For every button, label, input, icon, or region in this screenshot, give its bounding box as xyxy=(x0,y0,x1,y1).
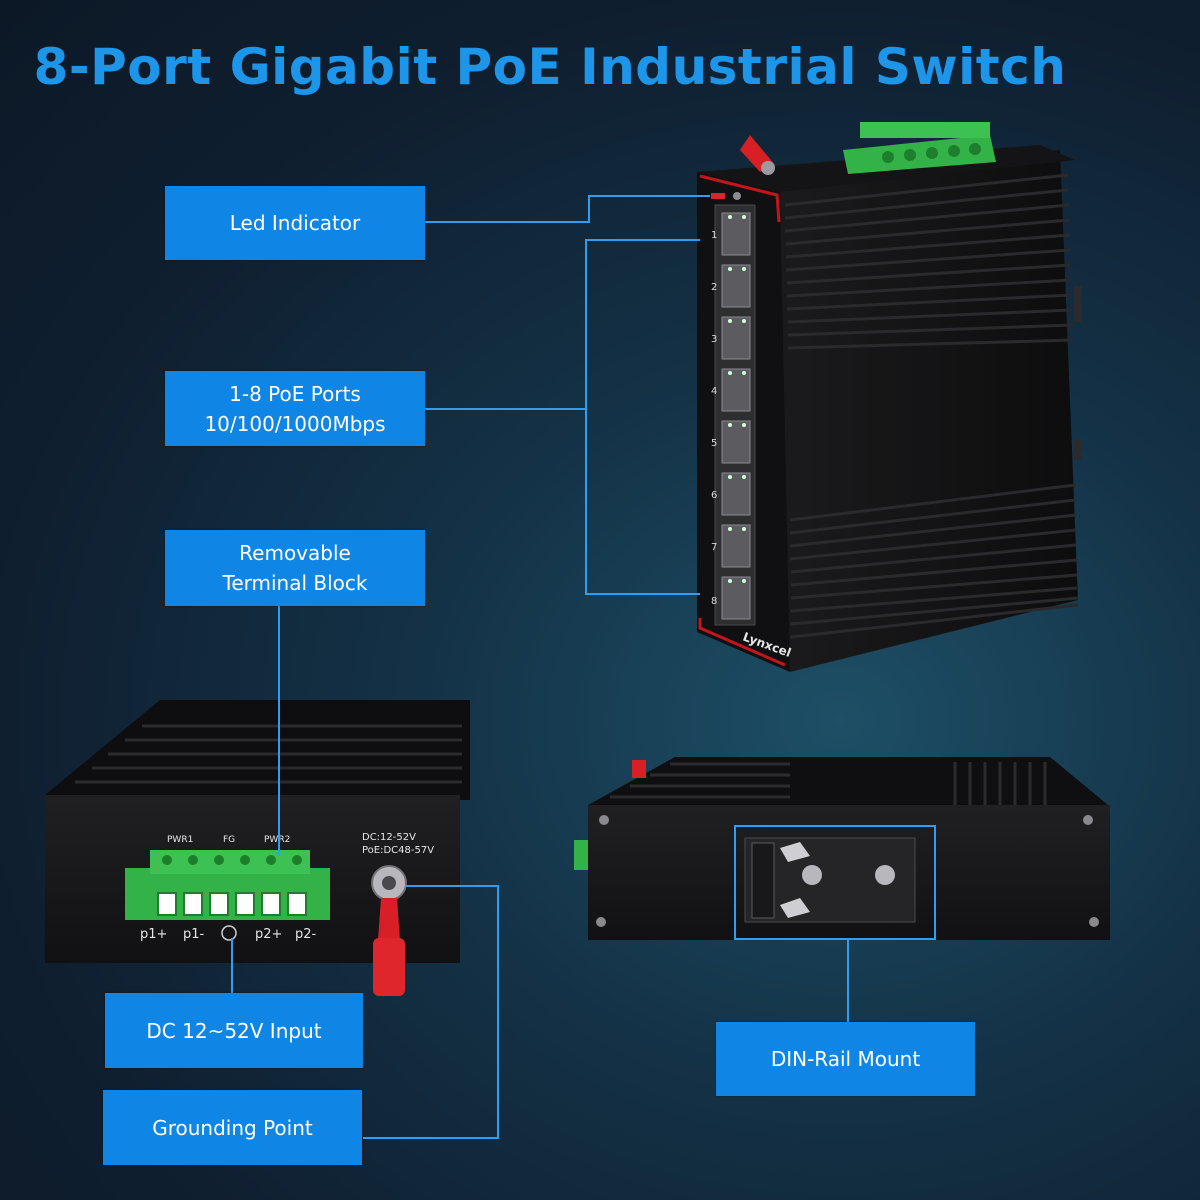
port-number: 3 xyxy=(711,334,717,345)
port-number: 5 xyxy=(711,438,717,449)
dc-input-label: DC 12~52V Input xyxy=(105,993,363,1068)
poe-ports-label: 1-8 PoE Ports 10/100/1000Mbps xyxy=(165,371,425,446)
din-rail-text: DIN-Rail Mount xyxy=(770,1047,921,1071)
connector-lines xyxy=(231,195,936,1139)
grounding-point-text: Grounding Point xyxy=(152,1115,313,1140)
port-number: 4 xyxy=(711,386,717,397)
led-indicator-label: Led Indicator xyxy=(165,186,425,260)
terminal-label: p1- xyxy=(183,927,205,942)
din-rail-label: DIN-Rail Mount xyxy=(716,1022,975,1096)
grounding-point-label: Grounding Point xyxy=(103,1090,362,1165)
terminal-label: PWR2 xyxy=(264,835,290,845)
power-spec: PoE:DC48-57V xyxy=(362,845,434,856)
switch-power-side-view xyxy=(45,700,470,996)
terminal-block-label: Removable Terminal Block xyxy=(165,530,425,606)
terminal-label: p2- xyxy=(295,927,317,942)
terminal-label: PWR1 xyxy=(167,835,193,845)
terminal-block-text-line1: Removable xyxy=(239,541,351,565)
power-spec: DC:12-52V xyxy=(362,832,416,843)
poe-ports-text-line1: 1-8 PoE Ports xyxy=(229,381,361,406)
switch-front-view xyxy=(697,122,1082,672)
terminal-block-text-line2: Terminal Block xyxy=(222,571,368,595)
port-number: 1 xyxy=(711,230,717,241)
dc-input-text: DC 12~52V Input xyxy=(146,1018,322,1043)
terminal-label: p2+ xyxy=(255,927,282,942)
terminal-label: FG xyxy=(223,835,235,845)
port-number: 2 xyxy=(711,282,717,293)
port-number: 8 xyxy=(711,596,717,607)
led-indicator-text: Led Indicator xyxy=(229,211,361,235)
terminal-label: p1+ xyxy=(140,927,167,942)
poe-ports-text-line2: 10/100/1000Mbps xyxy=(204,411,386,436)
switch-din-rail-view xyxy=(574,757,1110,940)
page-title: 8-Port Gigabit PoE Industrial Switch xyxy=(33,38,1067,96)
port-number: 6 xyxy=(711,490,717,501)
port-number: 7 xyxy=(711,542,717,553)
